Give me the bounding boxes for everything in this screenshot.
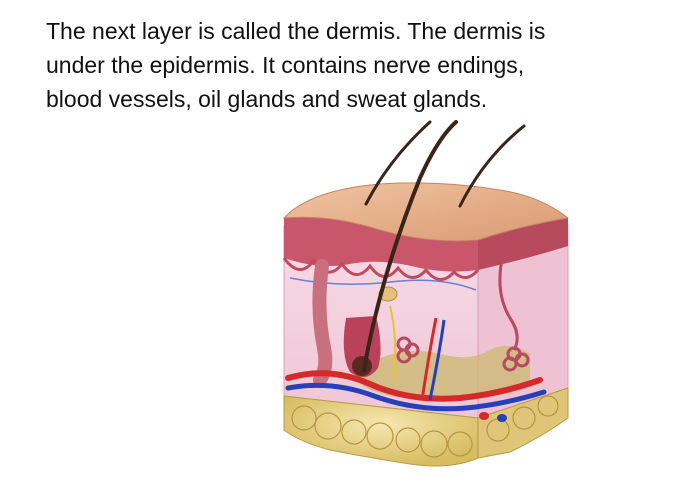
body-text-line-3: blood vessels, oil glands and sweat glan…: [46, 86, 488, 112]
body-text: The next layer is called the dermis. The…: [46, 14, 686, 116]
artery: [285, 370, 543, 402]
body-text-line-1: The next layer is called the dermis. The…: [46, 18, 546, 44]
vessel-end-blue: [497, 414, 507, 422]
sweat-gland-side: [498, 243, 530, 372]
hair-bulb: [352, 356, 372, 376]
hair-shaft-right: [458, 124, 526, 208]
skin-surface: [282, 182, 570, 242]
nerve: [389, 305, 397, 381]
vein: [285, 382, 547, 412]
vessel-branch-blue: [428, 319, 446, 401]
hair-shaft-main: [362, 120, 458, 372]
vessel-end-red: [479, 412, 489, 420]
sweat-gland-duct: [312, 259, 333, 387]
epidermis-front: [284, 217, 478, 272]
fat-lobules: [291, 395, 559, 458]
sweat-gland: [396, 336, 420, 364]
skin-cross-section-illustration: [282, 120, 570, 467]
body-text-line-2: under the epidermis. It contains nerve e…: [46, 52, 525, 78]
epidermis-side: [478, 218, 568, 270]
connective-tissue: [360, 345, 530, 401]
hair-shaft-left: [364, 120, 432, 206]
vessel-branch-red: [420, 317, 438, 401]
